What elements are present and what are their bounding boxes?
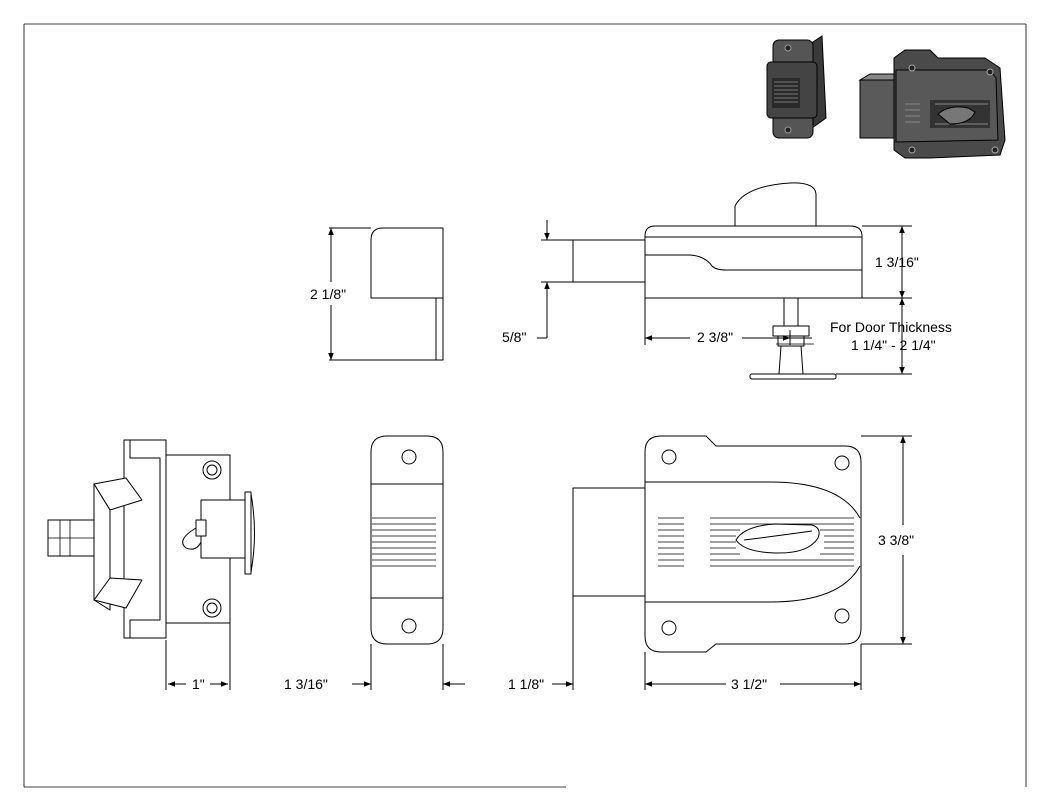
- door-thickness-title: For Door Thickness: [830, 319, 952, 335]
- dim-front-height: 3 3/8": [878, 532, 914, 548]
- strike-side-view: [328, 227, 444, 361]
- dim-side-height: 2 1/8": [310, 286, 346, 302]
- latch-end-view: [47, 439, 255, 690]
- strike-plate-render: [766, 35, 827, 139]
- latch-front-view: [552, 435, 912, 690]
- dim-strike-width: 1 3/16": [284, 676, 328, 692]
- dim-top-height: 1 3/16": [875, 254, 919, 270]
- dim-front-width: 3 1/2": [731, 676, 767, 692]
- latch-top-view: [537, 182, 912, 380]
- strike-front-view: [352, 435, 465, 690]
- dim-top-length: 2 3/8": [697, 329, 733, 345]
- dim-bolt-offset: 5/8": [502, 329, 526, 345]
- door-thickness-range: 1 1/4" - 2 1/4": [851, 337, 936, 353]
- drawing-border: [23, 23, 1027, 788]
- dim-bolt-length: 1 1/8": [508, 676, 544, 692]
- dim-left-width: 1": [192, 676, 205, 692]
- latch-render: [858, 49, 1006, 159]
